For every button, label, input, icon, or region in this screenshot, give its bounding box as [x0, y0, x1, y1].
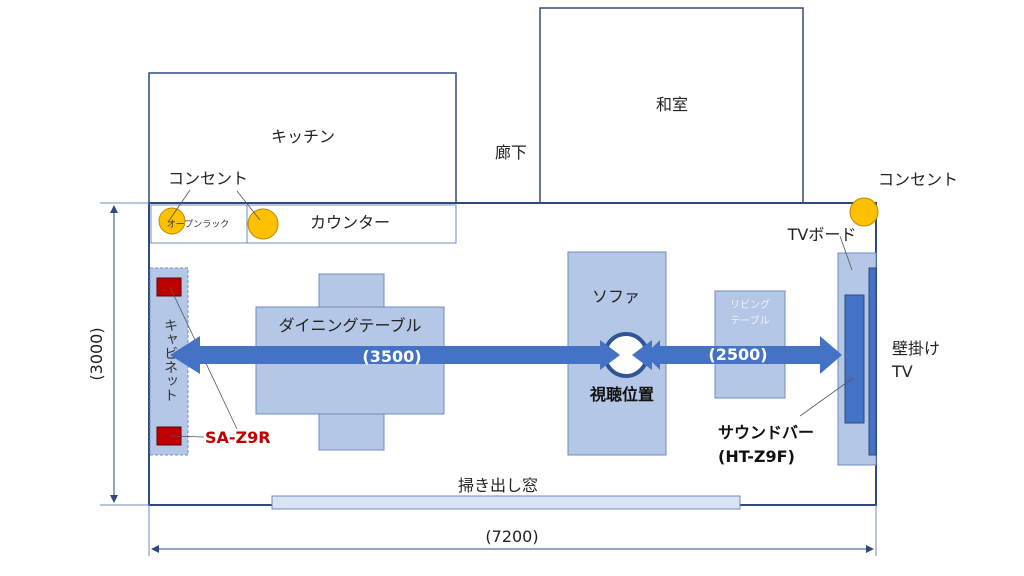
rear-speaker-icon — [156, 277, 182, 297]
dining-chair — [318, 273, 385, 308]
living-table — [714, 290, 786, 399]
open-rack-label: オープンラック — [167, 219, 229, 230]
cabinet-label: キャビネット — [162, 318, 178, 402]
wall-tv-label-1: 壁掛け — [892, 339, 940, 358]
window-label: 掃き出し窓 — [458, 476, 538, 495]
distance-arrow-tv — [645, 336, 842, 374]
dining-chair — [318, 413, 385, 451]
distance-label-tv: (2500) — [708, 345, 767, 364]
soundbar-label-1: サウンドバー — [718, 423, 814, 442]
hallway-label: 廊下 — [495, 143, 527, 162]
soundbar-label-2: (HT-Z9F) — [718, 447, 795, 466]
outlet-icon — [158, 207, 186, 235]
window — [271, 495, 741, 510]
counter-label: カウンター — [310, 213, 390, 232]
soundbar — [844, 294, 865, 424]
washitsu-label: 和室 — [656, 95, 688, 114]
outlet-label-right: コンセント — [878, 170, 958, 189]
distance-arrow-rear — [170, 336, 608, 374]
counter — [150, 204, 457, 244]
tv-board-label: TVボード — [787, 225, 857, 244]
kitchen-room — [148, 72, 457, 204]
distance-label-rear: (3500) — [362, 347, 421, 366]
washitsu-room — [539, 7, 804, 204]
kitchen-label: キッチン — [271, 127, 335, 146]
outlet-icon — [247, 208, 279, 240]
listening-position-label: 視聴位置 — [589, 385, 654, 404]
living-table-label-1: リビング — [730, 298, 770, 311]
room-depth-label: (3000) — [87, 327, 106, 380]
rear-speaker-label: SA-Z9R — [205, 428, 271, 447]
wall-tv — [868, 267, 877, 456]
room-width-label: (7200) — [485, 527, 538, 546]
dining-table-label: ダイニングテーブル — [278, 316, 421, 335]
sofa-label: ソファ — [592, 287, 640, 306]
outlet-label-left: コンセント — [168, 169, 248, 188]
wall-tv-label-2: TV — [891, 362, 913, 381]
living-table-label-2: テーブル — [730, 314, 769, 327]
outlet-icon — [849, 197, 879, 227]
